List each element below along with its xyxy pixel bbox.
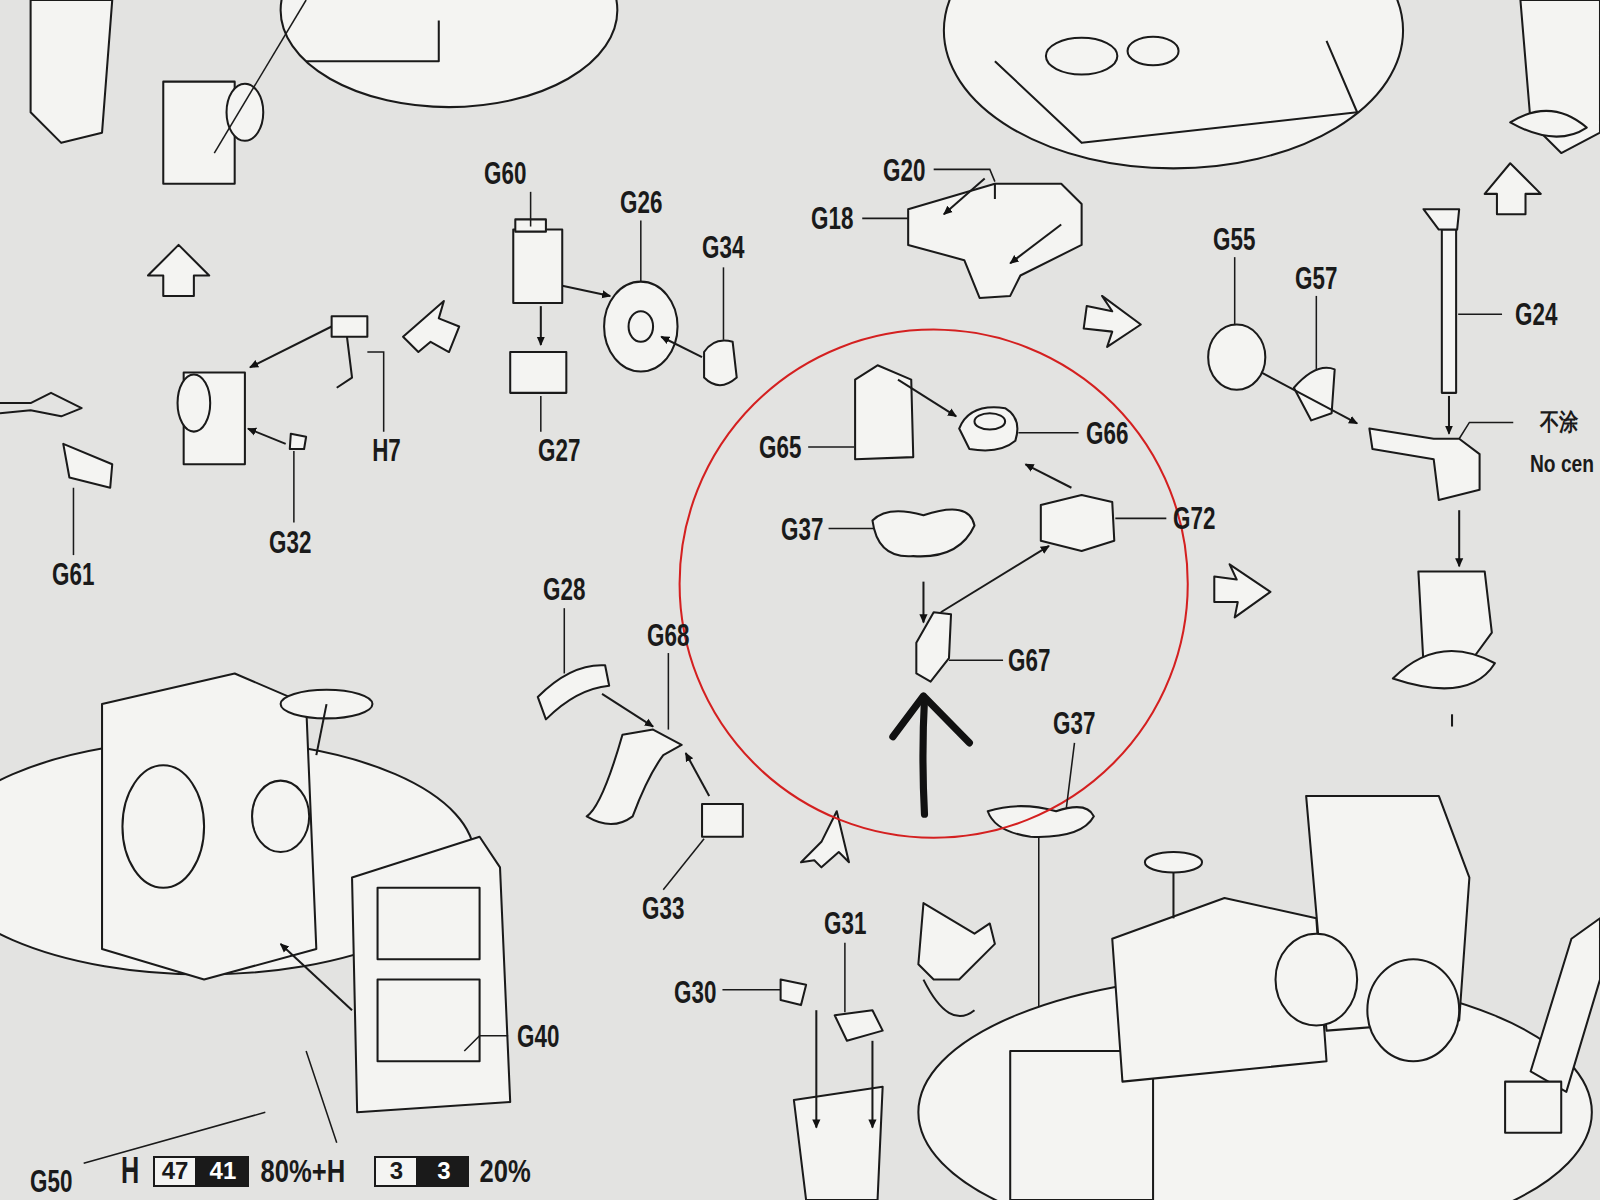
- callout-number: G24: [1515, 298, 1557, 330]
- callout-number: G61: [53, 558, 95, 590]
- callout-number: G34: [703, 231, 745, 263]
- callout-number: G27: [538, 434, 580, 466]
- paint-code-box: 3: [374, 1156, 418, 1187]
- callout-number: G33: [642, 892, 684, 924]
- callout-number: G20: [883, 154, 925, 186]
- callout-number: G32: [269, 526, 311, 558]
- paint-code-box: 3: [418, 1156, 469, 1187]
- callout-number: G68: [647, 619, 689, 651]
- callout-number: G72: [1173, 502, 1215, 534]
- callout-number: G60: [484, 157, 526, 189]
- callout-number: G67: [1008, 644, 1050, 676]
- callout-number: G55: [1213, 223, 1255, 255]
- paint-code: 47: [162, 1159, 189, 1183]
- callout-number: G28: [543, 573, 585, 605]
- callout-number: G26: [620, 186, 662, 218]
- paint-code-box: 41: [197, 1156, 249, 1187]
- callout-number: 80%+H: [261, 1155, 346, 1187]
- callout-number: G31: [824, 907, 866, 939]
- callout-number: 20%: [479, 1155, 530, 1187]
- callout-number: 不涂: [1540, 410, 1578, 434]
- paint-code-box: 47: [153, 1156, 197, 1187]
- callout-number: G30: [674, 976, 716, 1008]
- callout-number: G66: [1086, 417, 1128, 449]
- callout-number: G50: [30, 1165, 72, 1197]
- callout-number: G57: [1295, 262, 1337, 294]
- callout-number: H7: [372, 434, 401, 466]
- callout-number: G37: [1054, 707, 1096, 739]
- callout-number: G37: [781, 513, 823, 545]
- paint-code: 3: [390, 1159, 403, 1183]
- callout-number: G65: [759, 431, 801, 463]
- callout-number: G40: [517, 1020, 559, 1052]
- paint-code: 3: [437, 1159, 450, 1183]
- callout-number: H: [120, 1153, 138, 1189]
- paint-code: 41: [210, 1159, 237, 1183]
- callout-number: G18: [811, 202, 853, 234]
- callout-number: No cen: [1530, 452, 1594, 476]
